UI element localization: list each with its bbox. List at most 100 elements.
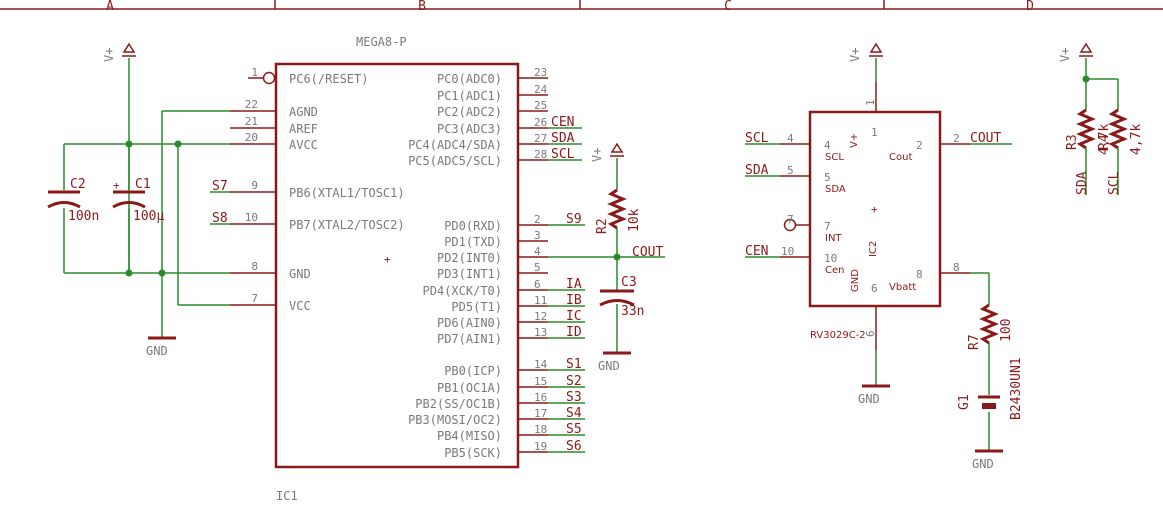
ic2-pin-name: SCL xyxy=(825,152,844,163)
ic2-pin-num: 8 xyxy=(953,261,960,274)
ic1-pin-num: 7 xyxy=(251,292,258,305)
net-scl: SCL xyxy=(551,147,575,162)
ic1-pin-name: AREF xyxy=(289,122,318,136)
net-ic: IC xyxy=(566,309,582,324)
r3-value: 4,7k xyxy=(1097,124,1112,155)
gnd-label: GND xyxy=(972,457,994,471)
ic1-pin-name: PC2(ADC2) xyxy=(437,105,502,119)
c3-name: C3 xyxy=(621,275,637,290)
wires-pullups xyxy=(1085,58,1119,195)
frame-border xyxy=(0,0,1163,10)
c3-value: 33n xyxy=(621,304,644,319)
ic1-pin-name: PB2(SS/OC1B) xyxy=(415,397,502,411)
ic1-pin-num: 18 xyxy=(534,423,547,436)
ic1-pin-num: 6 xyxy=(534,278,541,291)
frame-col-d: D xyxy=(1026,0,1034,14)
ic2-pin-name: SDA xyxy=(825,184,846,195)
ic2-pin-num: 7 xyxy=(787,213,794,226)
ic2-pin-num: 2 xyxy=(916,139,923,152)
c2-value: 100n xyxy=(68,209,99,224)
r7-name: R7 xyxy=(967,334,982,350)
vplus-arrow-icon xyxy=(610,142,624,157)
svg-text:+: + xyxy=(113,179,120,192)
net-id: ID xyxy=(566,325,582,340)
ic1-pin-name: PB1(OC1A) xyxy=(437,381,502,395)
ic2-pin-num: 4 xyxy=(787,132,794,145)
net-s1: S1 xyxy=(566,357,582,372)
ic1-pin-num: 11 xyxy=(534,294,547,307)
ic2-net-sda: SDA xyxy=(745,163,769,178)
ic1-pin-num: 9 xyxy=(251,179,258,192)
wires-ic2 xyxy=(745,58,1012,450)
frame-col-c: C xyxy=(724,0,732,14)
ic1-pin-num: 4 xyxy=(534,245,541,258)
pullup-net-sda: SDA xyxy=(1075,171,1090,195)
net-s3: S3 xyxy=(566,390,582,405)
ic1-pin-num: 1 xyxy=(251,66,258,79)
ic1-pin-name: PD4(XCK/T0) xyxy=(423,284,502,298)
ic2-part-label: RV3029C-2 xyxy=(810,330,866,341)
ic1-pin-num: 16 xyxy=(534,391,547,404)
net-sda: SDA xyxy=(551,131,575,146)
ic1-pin-num: 14 xyxy=(534,358,548,371)
ic1-pin-name: PC5(ADC5/SCL) xyxy=(408,154,502,168)
ic1-pin-name: PD1(TXD) xyxy=(444,235,502,249)
ic1-pin-num: 19 xyxy=(534,440,547,453)
vplus-label: V+ xyxy=(848,48,862,62)
ic1-pin-name: PB3(MOSI/OC2) xyxy=(408,413,502,427)
r2-value: 10k xyxy=(627,208,642,232)
r4-value: 4,7k xyxy=(1129,124,1144,155)
ic2-pin-num: 10 xyxy=(824,252,837,265)
net-s9: S9 xyxy=(566,212,582,227)
wires-left-supply xyxy=(63,58,230,337)
ic1-pin-num: 23 xyxy=(534,66,547,79)
ic2-pin-name: Vbatt xyxy=(889,282,916,293)
ic1-left-pins xyxy=(230,71,276,306)
vplus-label: V+ xyxy=(1058,48,1072,62)
ic1-pin-num: 5 xyxy=(534,261,541,274)
ic1-right-pins xyxy=(518,77,548,453)
ic1-pin-num: 26 xyxy=(534,116,547,129)
ic1-pin-name: PC1(ADC1) xyxy=(437,89,502,103)
capacitor-c1: + xyxy=(112,179,146,209)
resistor-r2 xyxy=(607,188,627,230)
ic1-pin-num: 27 xyxy=(534,132,547,145)
ic2-pin-name: V+ xyxy=(849,133,860,148)
ic1-pin-name: PC0(ADC0) xyxy=(437,72,502,86)
c1-value: 100µ xyxy=(133,209,164,224)
ic1-pin-num: 10 xyxy=(245,211,258,224)
ic2-pin-num: 1 xyxy=(871,126,878,139)
ic2-net-cen: CEN xyxy=(745,244,768,259)
c1-name: C1 xyxy=(135,177,151,192)
ic1-pin-num: 24 xyxy=(534,83,548,96)
ic1-pin-name: PB0(ICP) xyxy=(444,364,502,378)
junction-dot xyxy=(1082,75,1090,83)
net-s7: S7 xyxy=(212,179,228,194)
ic2-pin-num: 5 xyxy=(787,164,794,177)
net-ia: IA xyxy=(566,277,582,292)
vplus-label: V+ xyxy=(590,148,604,162)
ic1-pin-num: 22 xyxy=(245,98,258,111)
ic2-net-cout: COUT xyxy=(970,131,1001,146)
ic1-pin-num: 3 xyxy=(534,229,541,242)
junction-dot xyxy=(125,140,133,148)
resistor-r3 xyxy=(1076,108,1096,150)
ic1-pin-name: PD2(INT0) xyxy=(437,251,502,265)
frame-col-b: B xyxy=(418,0,426,14)
ic1-pin-name: PC4(ADC4/SDA) xyxy=(408,138,502,152)
g1-value: B2430UN1 xyxy=(1009,357,1024,420)
capacitor-c3 xyxy=(599,289,635,307)
c2-name: C2 xyxy=(70,177,86,192)
ic1-body xyxy=(274,62,520,469)
junction-dot xyxy=(174,140,182,148)
ic1-pin-name: PC6(/RESET) xyxy=(289,72,368,86)
gnd-label: GND xyxy=(598,359,620,373)
ic1-pin-name: PD5(T1) xyxy=(451,300,502,314)
r3-name: R3 xyxy=(1065,134,1080,150)
battery-g1 xyxy=(978,395,1000,409)
ic2-pin-name: Cen xyxy=(825,265,844,276)
ic1-pin-name: PB4(MISO) xyxy=(437,429,502,443)
ic1-pin-num: 17 xyxy=(534,407,547,420)
ic2-pin-name: GND xyxy=(850,269,861,292)
resistor-r7 xyxy=(979,303,999,345)
